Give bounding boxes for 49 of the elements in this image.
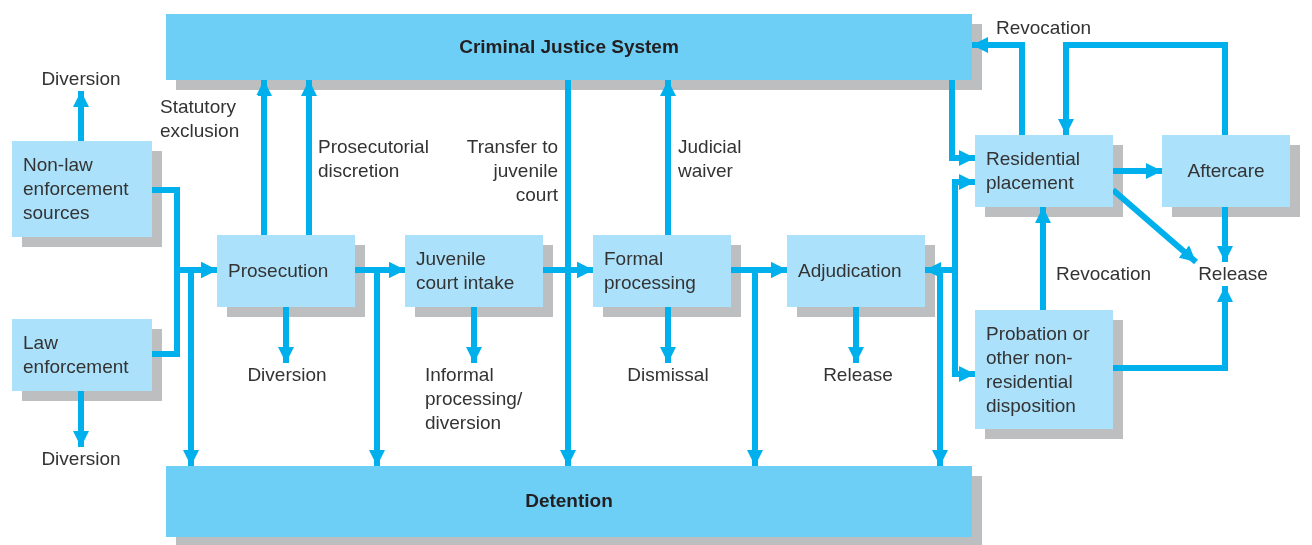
box-label: Non-law enforcement sources [23, 153, 130, 225]
process-box [975, 310, 1113, 429]
arrow [256, 80, 272, 235]
outcome-text: Diversion [36, 67, 126, 91]
arrow [560, 262, 593, 466]
arrow [1113, 163, 1162, 179]
process-box [1162, 135, 1290, 207]
arrow [660, 307, 676, 363]
arrow [1113, 286, 1233, 371]
outcome-text: Release [818, 363, 898, 387]
band-title: Detention [525, 489, 613, 514]
arrow [848, 307, 864, 363]
box-label: Prosecution [228, 259, 329, 283]
box-label: Juvenile court intake [416, 247, 516, 295]
process-box [217, 235, 355, 307]
arrow [747, 262, 787, 466]
box-label: Formal processing [604, 247, 697, 295]
arrow [73, 391, 89, 447]
box-label: Aftercare [1187, 159, 1265, 183]
arrow [183, 262, 217, 466]
process-box [12, 319, 152, 391]
arrow [466, 307, 482, 363]
box-label: Law enforcement [23, 331, 130, 379]
band-title: Criminal Justice System [459, 34, 679, 59]
arrow [1058, 42, 1228, 135]
arrow [972, 37, 1025, 135]
box-label: Probation or other non-residential disposition [986, 321, 1091, 418]
outcome-text: Diversion [36, 447, 126, 471]
stage-band [166, 466, 972, 537]
process-box [405, 235, 543, 307]
arrow [660, 80, 676, 235]
arrow [1217, 207, 1233, 262]
arrow [301, 80, 317, 235]
outcome-text: Diversion [242, 363, 332, 387]
arrow [278, 307, 294, 363]
process-box [975, 135, 1113, 207]
process-box [787, 235, 925, 307]
arrow [369, 262, 405, 466]
arrow [73, 91, 89, 141]
process-box [12, 141, 152, 237]
arrow [1035, 207, 1051, 310]
arrow [949, 80, 975, 166]
outcome-text: Informal processing/ diversion [425, 363, 525, 435]
box-label: Residential placement [986, 147, 1081, 195]
outcome-text: Release [1193, 262, 1273, 286]
outcome-text: Dismissal [622, 363, 714, 387]
process-box [593, 235, 731, 307]
box-label: Adjudication [798, 259, 902, 283]
stage-band [166, 14, 972, 80]
